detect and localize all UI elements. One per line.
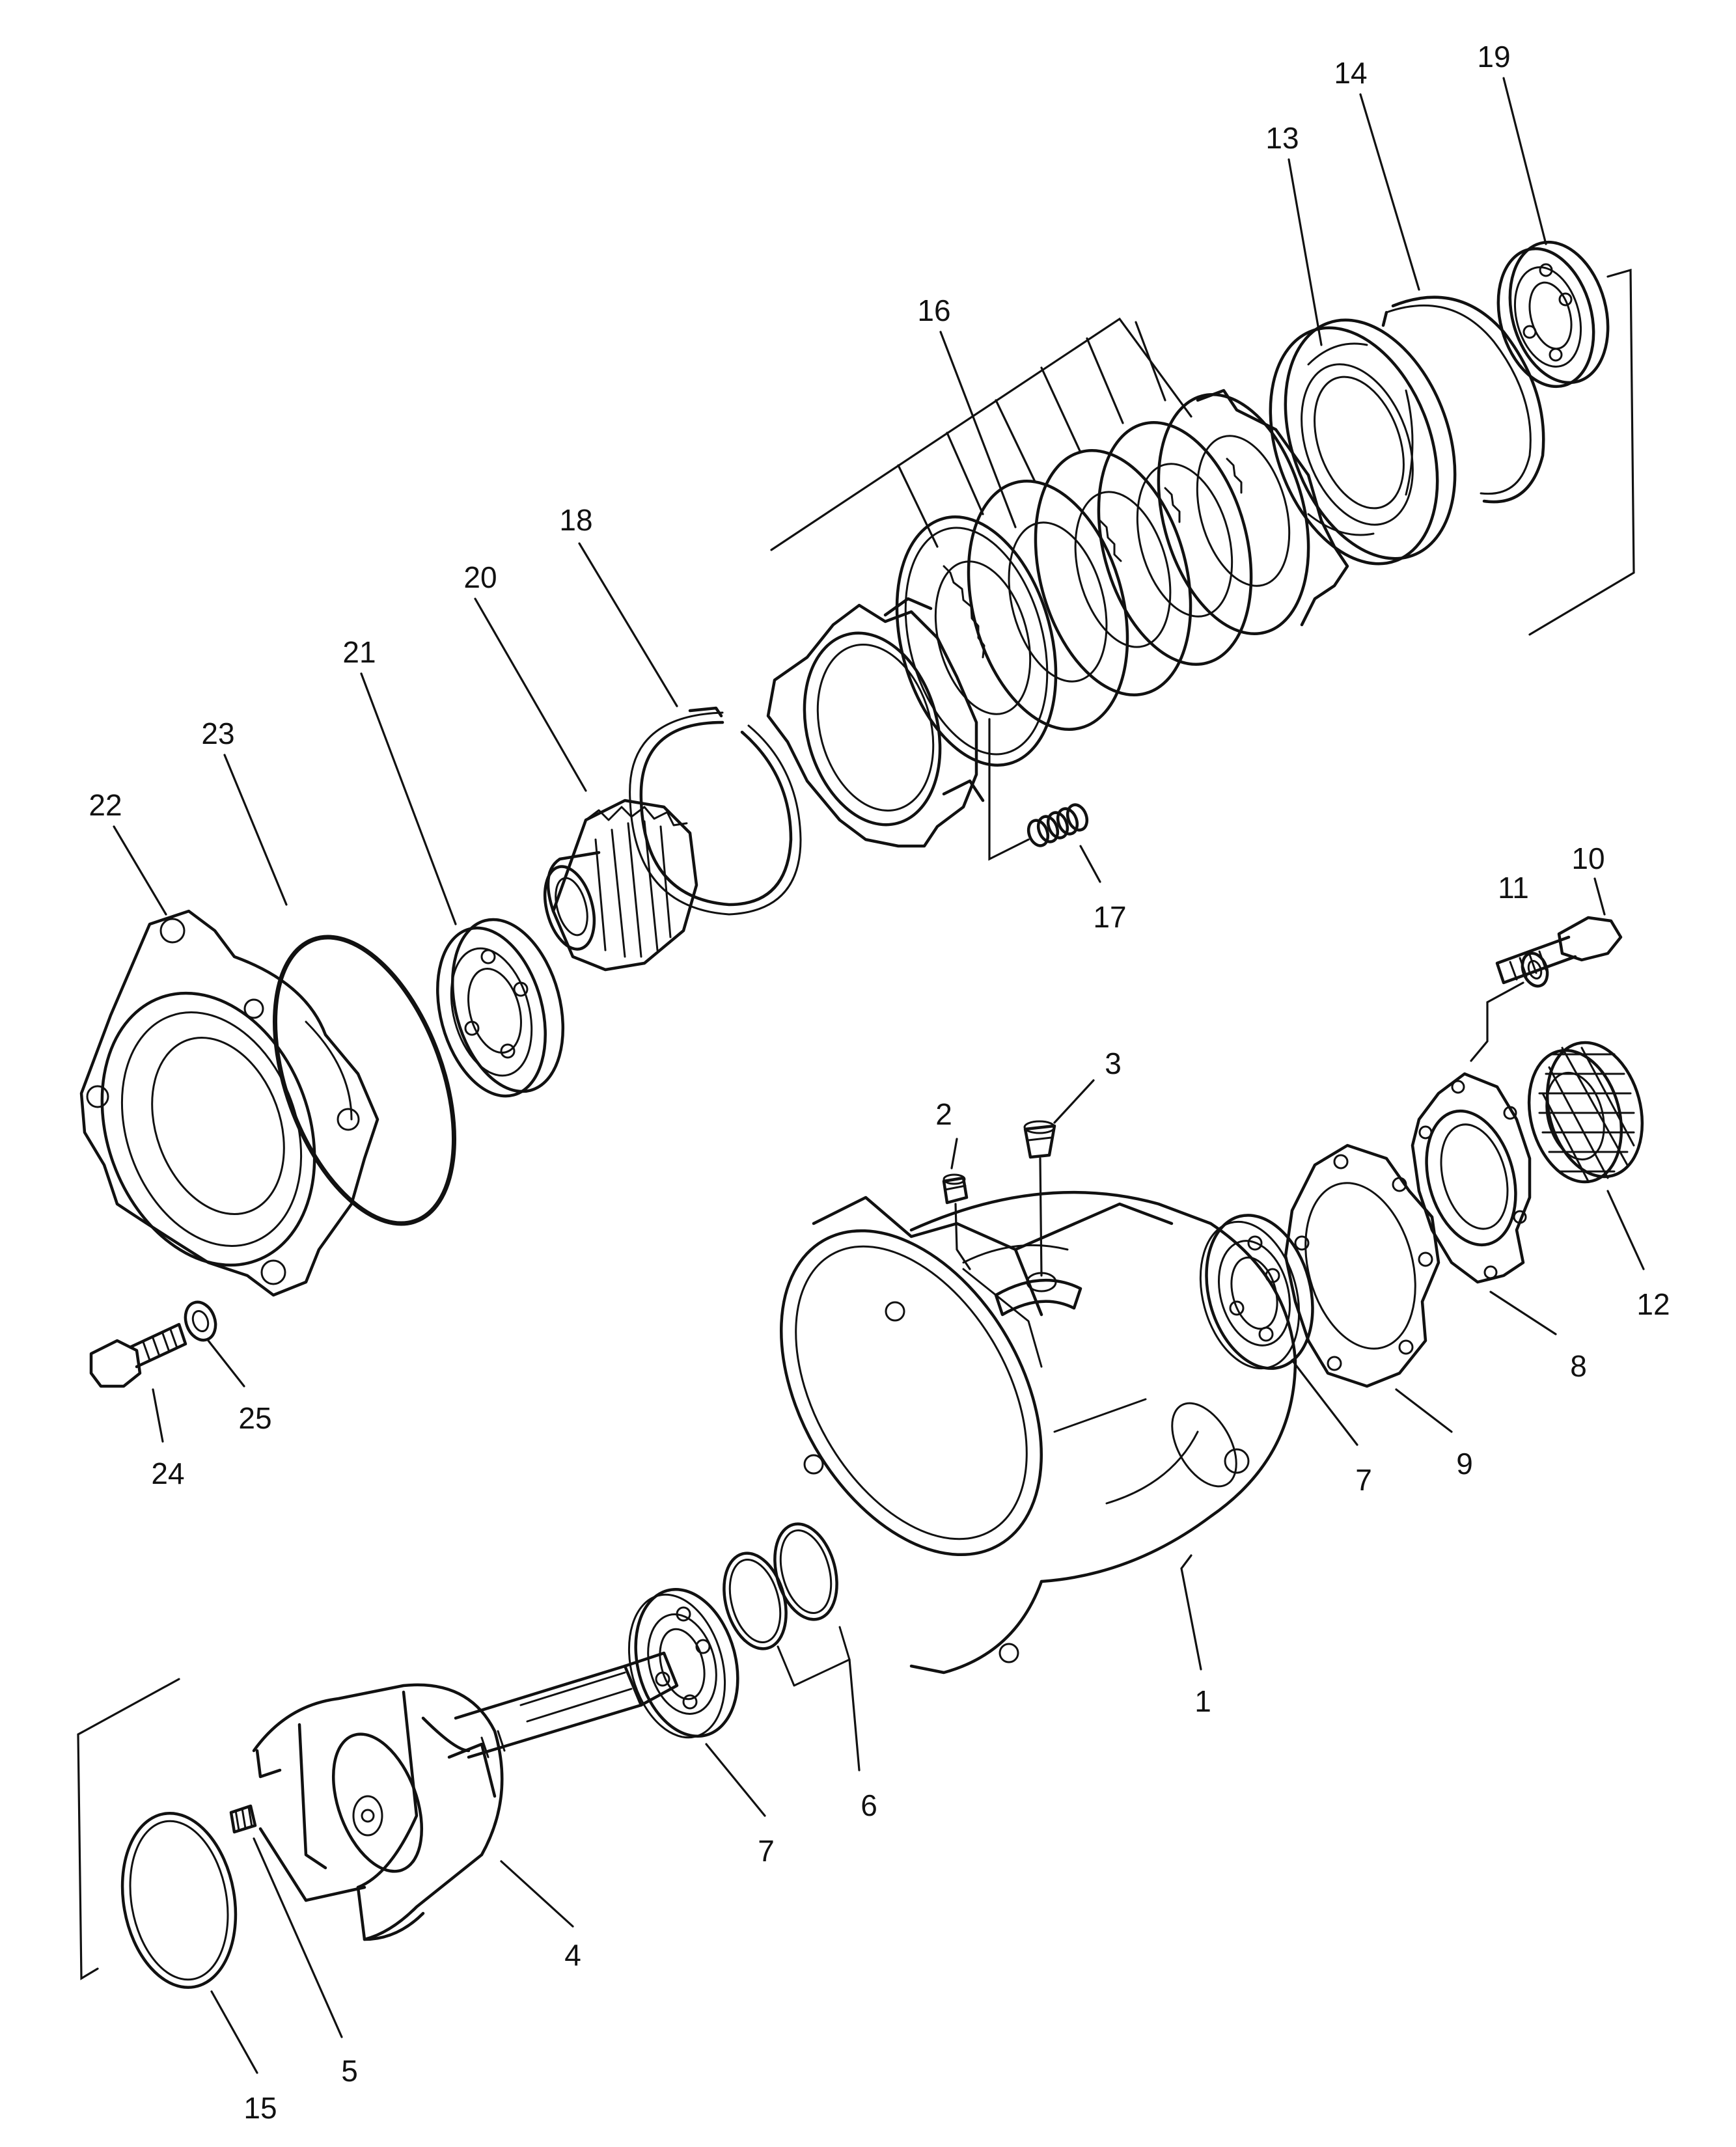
part-end-plate-13 [1269,318,1457,566]
part-plug-small [942,1173,971,1270]
part-oil-seal-12 [1527,1041,1644,1184]
part-snap-ring-18 [629,706,802,916]
part-clutch-pack-16 [895,389,1349,767]
part-bearing-19 [1496,240,1610,389]
part-bolt-24 [89,1322,187,1388]
part-washer-25 [184,1300,217,1342]
label-19: 19 [1477,40,1510,74]
leader-6 [848,1658,861,1771]
label-16: 16 [917,294,950,327]
leader-12 [1606,1190,1645,1270]
label-20: 20 [463,560,497,594]
label-7a: 7 [758,1834,775,1868]
label-8: 8 [1570,1349,1587,1383]
label-3: 3 [1105,1046,1122,1080]
part-snap-ring-14 [1381,295,1545,504]
label-17: 17 [1093,900,1126,934]
part-seal-rings-6 [723,1522,851,1687]
label-12: 12 [1636,1287,1670,1321]
part-housing [780,1190,1297,1675]
label-13: 13 [1265,121,1299,155]
part-o-ring-23 [273,935,456,1226]
label-18: 18 [559,503,592,537]
leader-9 [1395,1388,1453,1433]
label-9: 9 [1456,1447,1473,1481]
part-set-screw [229,1804,257,1834]
part-piston-plate [766,597,985,848]
part-cover-22 [79,909,379,1297]
label-11: 11 [1498,871,1529,905]
leader-17 [1079,845,1101,883]
leader-19 [1502,77,1547,245]
leader-20 [474,597,587,792]
bracket-clutch-ticks [897,321,1166,548]
label-5: 5 [341,2054,358,2088]
label-7b: 7 [1355,1463,1372,1497]
leader-1 [1180,1554,1202,1671]
leader-11-to-8 [1470,981,1524,1062]
leader-24 [152,1388,164,1443]
label-23: 23 [201,717,234,750]
part-coupling-shaft [252,1651,679,1941]
leader-18 [578,542,678,707]
leader-21 [360,672,457,925]
leader-3 [1053,1079,1095,1124]
label-22: 22 [89,788,122,822]
part-gasket-9 [1284,1143,1440,1388]
bracket-spring [988,718,1030,861]
leader-8 [1489,1291,1557,1335]
leader-4 [500,1860,574,1928]
leader-7a [705,1743,766,1817]
leader-23 [223,754,288,906]
label-15: 15 [243,2091,277,2125]
leader-15 [210,1990,258,2074]
leader-25 [207,1339,245,1388]
part-bearing-7-lower [627,1587,739,1739]
part-plug-large [1023,1120,1056,1277]
part-bearing-7-upper [1199,1214,1314,1370]
label-21: 21 [342,635,376,669]
label-2: 2 [935,1097,952,1131]
part-retainer-8 [1411,1072,1532,1284]
leader-13 [1288,158,1323,346]
leader-22 [113,825,167,916]
label-4: 4 [564,1938,581,1972]
bracket-left-lower [77,1678,180,1980]
part-snap-ring-15 [120,1811,238,1990]
leader-14 [1359,93,1420,291]
part-bolt-10 [1495,916,1623,985]
part-spring-17 [1026,803,1089,847]
label-1: 1 [1194,1684,1211,1718]
part-bearing-21 [436,918,565,1098]
leader-2 [950,1138,958,1169]
label-10: 10 [1571,841,1605,875]
label-14: 14 [1334,56,1367,90]
label-6: 6 [861,1788,877,1822]
bracket-right-upper [1528,268,1635,636]
label-25: 25 [238,1401,271,1435]
leader-10 [1593,877,1606,916]
leader-16 [939,331,1017,528]
leader-5 [253,1837,343,2038]
part-gear-hub-20 [543,799,698,972]
bracket-clutch-top [770,317,1192,551]
part-washer-11 [1521,951,1549,988]
label-24: 24 [151,1456,184,1490]
leader-7b [1291,1359,1358,1446]
